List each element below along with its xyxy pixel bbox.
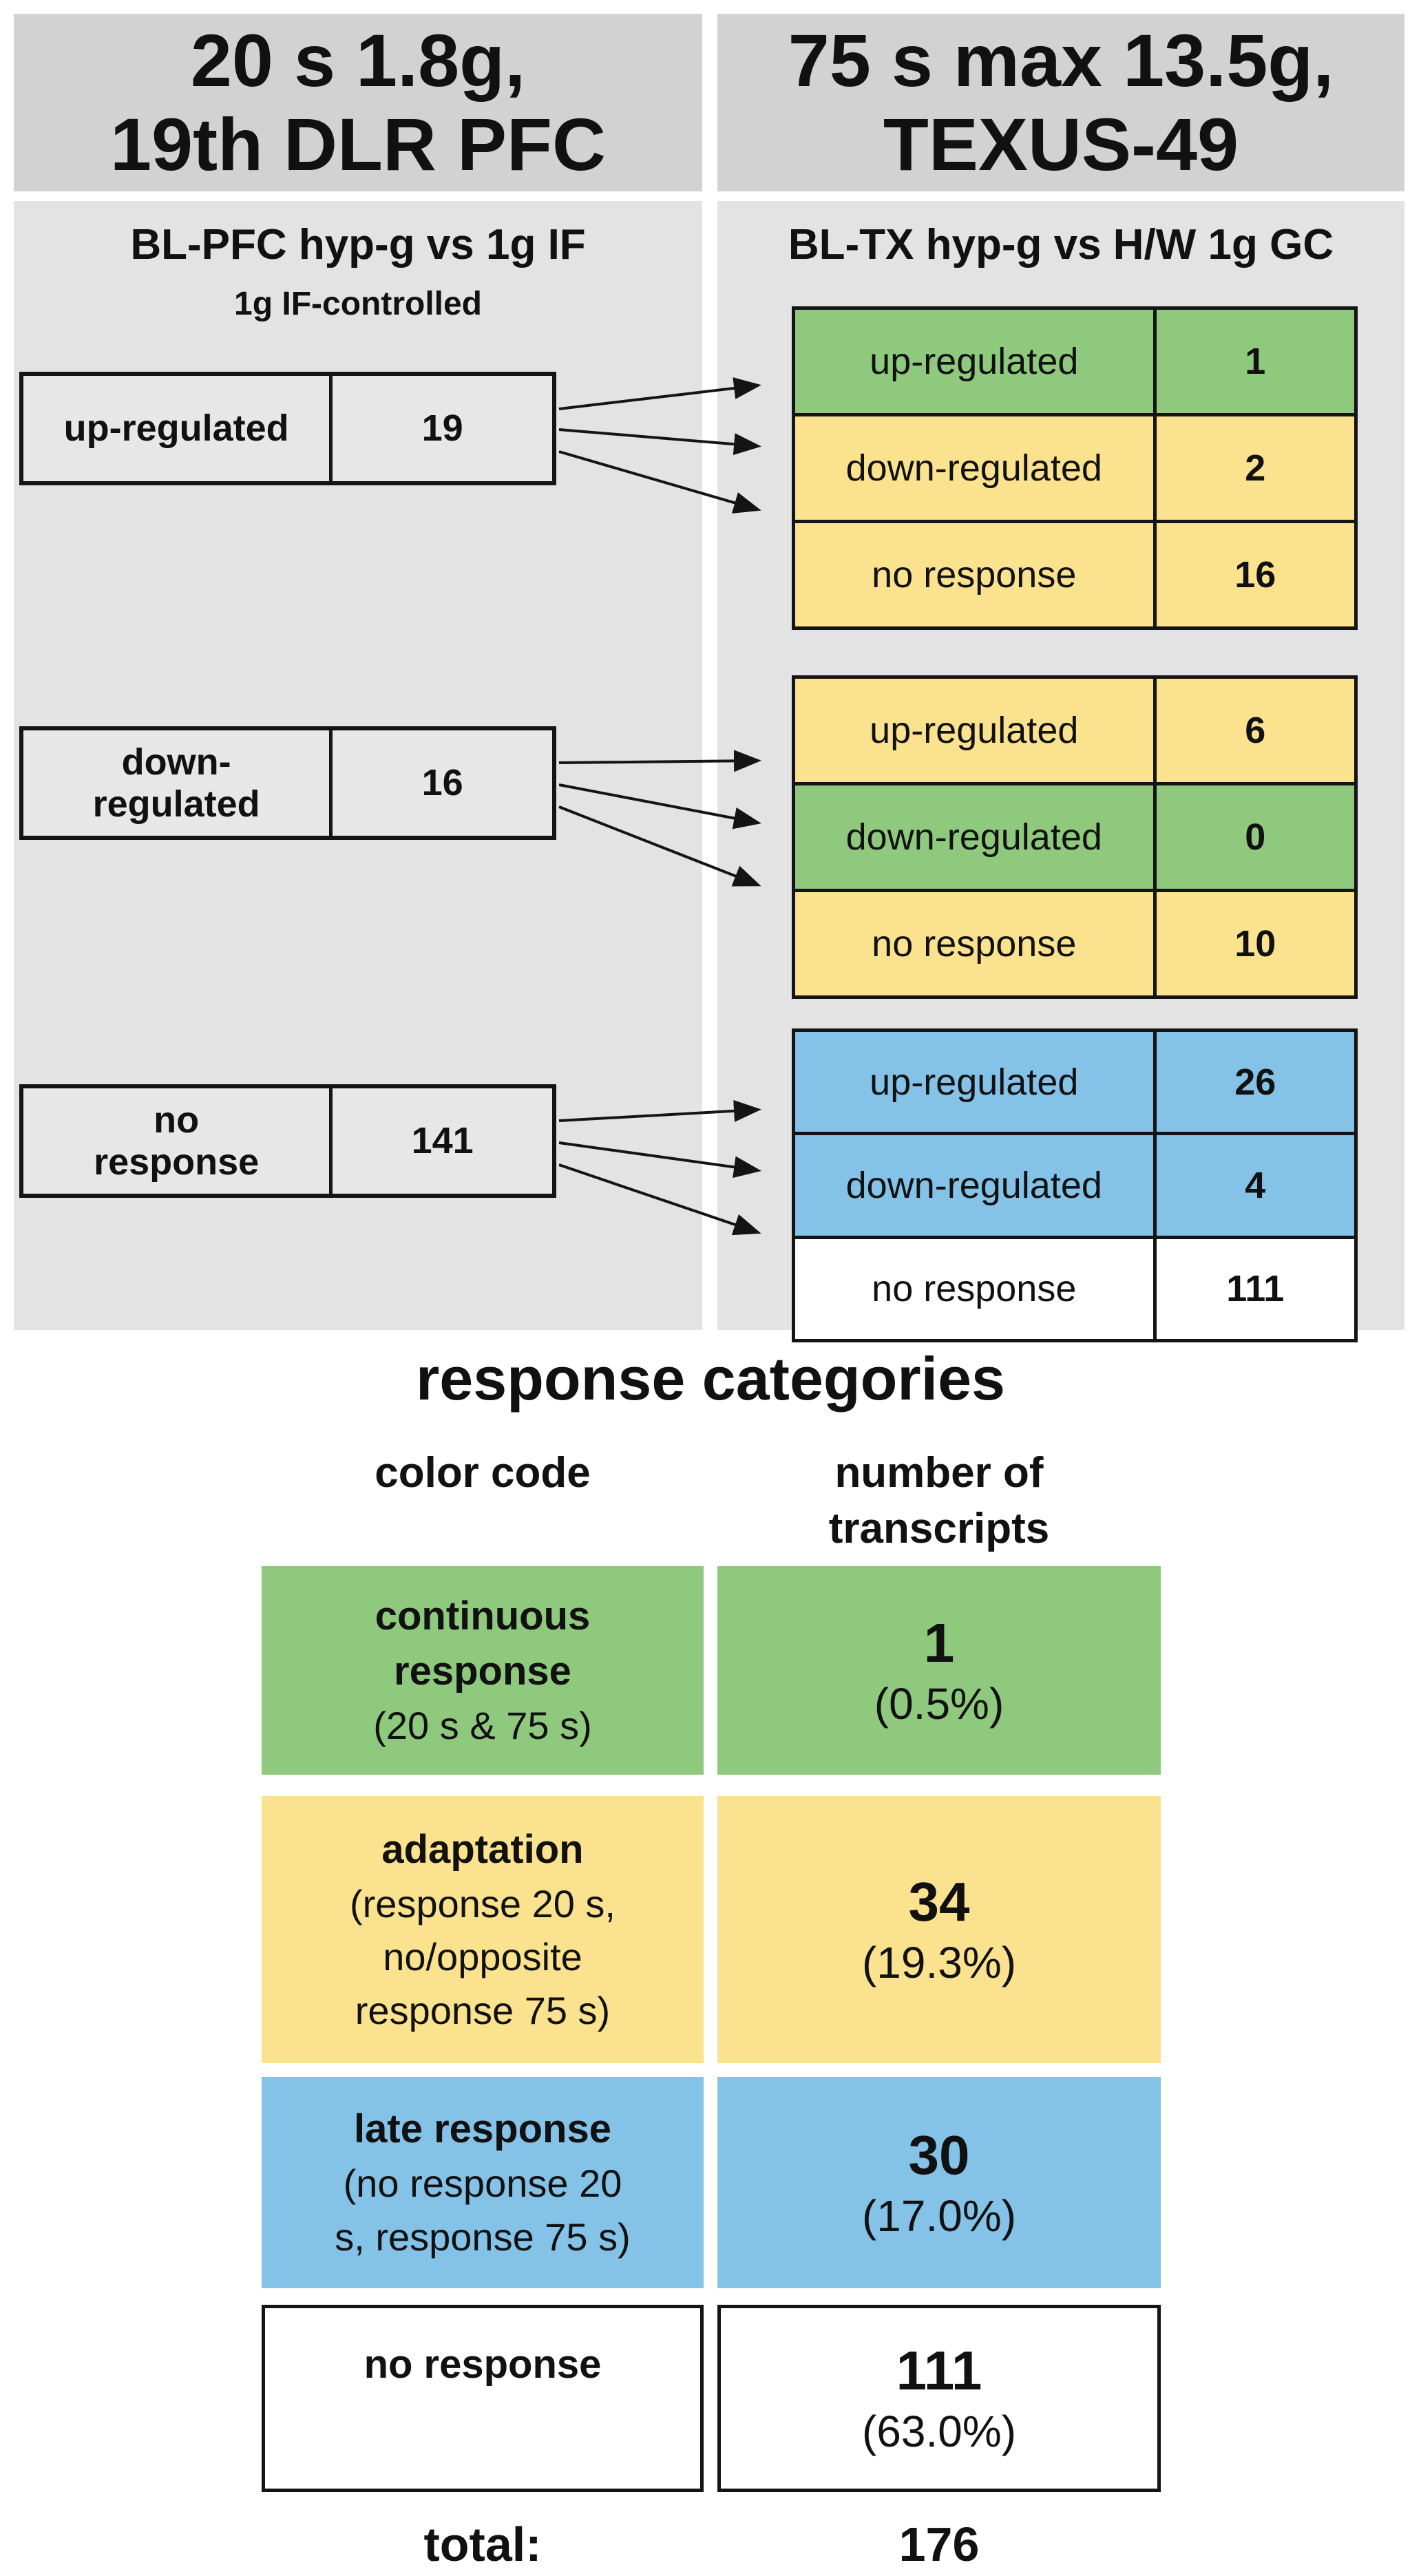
legend-label-line: s, response 75 s)	[335, 2215, 631, 2259]
table-row: no response 10	[795, 889, 1354, 995]
legend-row-continuous-count: 1 (0.5%)	[717, 1566, 1161, 1775]
source-box-count: 16	[421, 762, 463, 804]
table-row-label: no response	[795, 892, 1157, 995]
panel-right-title: BL-TX hyp-g vs H/W 1g GC	[788, 221, 1334, 268]
legend-label-line: response	[394, 1648, 571, 1693]
table-row-count: 10	[1234, 923, 1276, 964]
table-row: down-regulated 2	[795, 413, 1354, 520]
source-box-label-line: up-regulated	[63, 408, 289, 450]
legend-label-line: no response	[364, 2342, 602, 2387]
header-left-line2: 19th DLR PFC	[109, 103, 607, 186]
result-table-2: up-regulated 6 down-regulated 0 no respo…	[792, 675, 1358, 999]
source-box-label-line: response	[94, 1141, 260, 1183]
legend-row-adaptation-count: 34 (19.3%)	[717, 1796, 1161, 2063]
header-right-line2: TEXUS-49	[883, 103, 1239, 186]
table-row-count: 26	[1234, 1061, 1276, 1103]
legend-percent: (0.5%)	[874, 1678, 1004, 1729]
legend-row-noresponse-count: 111 (63.0%)	[717, 2305, 1161, 2492]
result-table-1: up-regulated 1 down-regulated 2 no respo…	[792, 306, 1358, 630]
table-row-count: 2	[1245, 447, 1266, 489]
legend-col2-header-line: number of	[834, 1449, 1044, 1497]
table-row-label: up-regulated	[795, 310, 1157, 413]
table-row-label: down-regulated	[795, 1135, 1157, 1236]
legend-label-line: (no response 20	[343, 2162, 622, 2206]
source-box-label: up-regulated	[23, 376, 333, 481]
legend-label-line: no/opposite	[383, 1935, 582, 1979]
table-row-label: up-regulated	[795, 679, 1157, 782]
result-table-3: up-regulated 26 down-regulated 4 no resp…	[792, 1028, 1358, 1342]
header-right-condition: 75 s max 13.5g, TEXUS-49	[717, 14, 1404, 191]
source-box-upregulated: up-regulated 19	[19, 372, 556, 485]
table-row-count: 1	[1245, 341, 1266, 382]
legend-col2-header: number of transcripts	[717, 1446, 1161, 1556]
legend-row-continuous-label: continuous response (20 s & 75 s)	[262, 1566, 704, 1775]
legend-label-line: (response 20 s,	[350, 1882, 615, 1926]
legend-row-adaptation-label: adaptation (response 20 s, no/opposite r…	[262, 1796, 704, 2063]
source-box-label-line: down-	[121, 741, 231, 783]
header-right-line1: 75 s max 13.5g,	[788, 18, 1334, 102]
panel-left-subtitle: 1g IF-controlled	[234, 286, 482, 322]
table-row: up-regulated 26	[795, 1032, 1354, 1132]
table-row-label: down-regulated	[795, 785, 1157, 889]
header-left-condition: 20 s 1.8g, 19th DLR PFC	[14, 14, 702, 191]
panel-left-title: BL-PFC hyp-g vs 1g IF	[130, 221, 586, 268]
table-row: no response 16	[795, 520, 1354, 626]
legend-percent: (19.3%)	[861, 1938, 1017, 1987]
source-box-noresponse: no response 141	[19, 1084, 556, 1198]
legend-label-line: adaptation	[381, 1827, 584, 1872]
source-box-label-line: regulated	[92, 783, 260, 825]
legend-title: response categories	[416, 1344, 1005, 1413]
table-row-label: no response	[795, 523, 1157, 626]
legend-label-line: (20 s & 75 s)	[373, 1703, 592, 1747]
total-label: total:	[423, 2517, 542, 2571]
table-row: no response 111	[795, 1235, 1354, 1339]
source-box-count: 19	[421, 408, 463, 450]
legend-percent: (63.0%)	[861, 2407, 1017, 2456]
legend-label-line: continuous	[375, 1593, 591, 1638]
legend-count: 30	[908, 2124, 970, 2186]
legend-row-noresponse-label: no response	[262, 2305, 704, 2492]
legend-count: 1	[923, 1612, 955, 1674]
source-box-label-line: no	[154, 1099, 200, 1141]
legend-count: 34	[908, 1871, 970, 1932]
total-value: 176	[898, 2517, 980, 2571]
source-box-label: no response	[23, 1088, 333, 1194]
legend-row-late-label: late response (no response 20 s, respons…	[262, 2077, 704, 2288]
table-row-count: 0	[1245, 816, 1266, 858]
table-row-count: 16	[1234, 554, 1276, 595]
header-left-line1: 20 s 1.8g,	[190, 18, 526, 102]
table-row: down-regulated 0	[795, 782, 1354, 889]
source-box-label: down- regulated	[23, 730, 333, 836]
table-row-label: no response	[795, 1238, 1157, 1339]
table-row-label: down-regulated	[795, 416, 1157, 520]
source-box-downregulated: down- regulated 16	[19, 726, 556, 840]
table-row-count: 111	[1226, 1268, 1285, 1310]
table-row: down-regulated 4	[795, 1132, 1354, 1236]
legend-label-line: response 75 s)	[355, 1988, 611, 2032]
legend-col1-header: color code	[375, 1449, 591, 1497]
table-row-count: 6	[1245, 710, 1266, 751]
table-row: up-regulated 1	[795, 310, 1354, 413]
table-row-label: up-regulated	[795, 1032, 1157, 1132]
source-box-count: 141	[411, 1120, 474, 1162]
legend-count: 111	[896, 2340, 982, 2401]
legend-col2-header-line: transcripts	[828, 1504, 1050, 1552]
table-row-count: 4	[1245, 1164, 1266, 1206]
table-row: up-regulated 6	[795, 679, 1354, 782]
legend-percent: (17.0%)	[861, 2190, 1017, 2241]
legend-row-late-count: 30 (17.0%)	[717, 2077, 1161, 2288]
legend-label-line: late response	[354, 2107, 611, 2152]
